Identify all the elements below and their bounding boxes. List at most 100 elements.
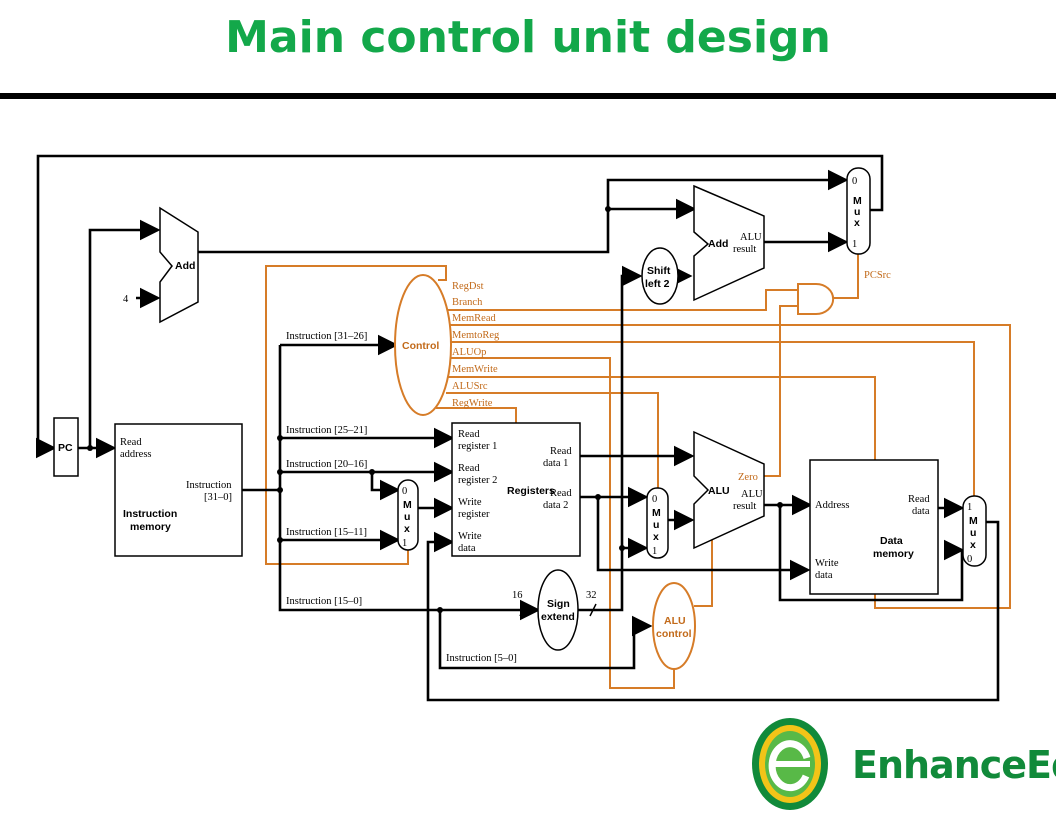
svg-text:Instruction: Instruction [123, 508, 177, 520]
svg-text:u: u [404, 511, 410, 523]
page-title: Main control unit design [225, 12, 831, 63]
svg-text:M: M [652, 507, 661, 519]
svg-text:u: u [653, 519, 659, 531]
svg-text:ALU: ALU [740, 232, 762, 243]
svg-text:M: M [403, 499, 412, 511]
svg-text:Write: Write [458, 531, 482, 542]
svg-text:data 1: data 1 [543, 458, 568, 469]
svg-text:result: result [733, 244, 756, 255]
signal-branch: Branch [452, 297, 483, 308]
title-divider [0, 93, 1056, 99]
svg-text:extend: extend [541, 611, 575, 623]
svg-text:memory: memory [873, 548, 914, 560]
svg-text:x: x [653, 531, 659, 543]
svg-text:ALU: ALU [741, 489, 763, 500]
signal-alusrc: ALUSrc [452, 381, 488, 392]
svg-text:Read: Read [120, 437, 142, 448]
svg-text:u: u [970, 527, 976, 539]
svg-text:ALU: ALU [664, 615, 686, 627]
svg-text:Sign: Sign [547, 598, 570, 610]
svg-text:M: M [969, 515, 978, 527]
svg-text:Read: Read [550, 488, 572, 499]
control-unit: Control [394, 274, 452, 416]
signal-regwrite: RegWrite [452, 398, 493, 409]
svg-text:0: 0 [652, 494, 657, 505]
svg-text:Data: Data [880, 535, 903, 547]
svg-text:result: result [733, 501, 756, 512]
svg-text:Address: Address [815, 500, 849, 511]
data-memory: Address Read data Write data Data memory [809, 459, 939, 595]
signal-memread: MemRead [452, 313, 496, 324]
field-25-21: Instruction [25–21] [286, 425, 367, 436]
pcsrc-mux: 0 M u x 1 [846, 167, 871, 255]
svg-text:Control: Control [402, 340, 439, 352]
svg-text:data 2: data 2 [543, 500, 568, 511]
svg-text:control: control [656, 628, 692, 640]
svg-text:Add: Add [175, 260, 195, 272]
signal-aluop: ALUOp [452, 347, 486, 358]
svg-text:data: data [912, 506, 930, 517]
svg-text:M: M [853, 195, 862, 207]
svg-text:0: 0 [852, 176, 857, 187]
svg-text:PC: PC [58, 442, 73, 454]
shift-left-2: Shift left 2 [641, 247, 679, 305]
svg-text:register 1: register 1 [458, 441, 497, 452]
svg-text:x: x [404, 523, 410, 535]
svg-text:0: 0 [402, 486, 407, 497]
branch-and-gate [797, 283, 835, 315]
svg-text:[31–0]: [31–0] [204, 492, 232, 503]
enhanceedu-logo-icon [752, 718, 828, 810]
alu-control: ALU control [652, 582, 696, 670]
pcsrc-label: PCSrc [864, 270, 891, 281]
svg-text:u: u [854, 206, 860, 218]
bus-width-marks: 16 32 [512, 590, 597, 617]
svg-text:data: data [815, 570, 833, 581]
svg-text:0: 0 [967, 554, 972, 565]
constant-four: 4 [123, 294, 129, 305]
signal-regdst: RegDst [452, 281, 484, 292]
svg-text:1: 1 [967, 502, 972, 513]
svg-text:x: x [970, 539, 976, 551]
svg-text:ALU: ALU [708, 485, 730, 497]
svg-text:memory: memory [130, 521, 171, 533]
svg-text:Shift: Shift [647, 265, 671, 277]
svg-text:register 2: register 2 [458, 475, 497, 486]
svg-text:data: data [458, 543, 476, 554]
svg-text:Read: Read [908, 494, 930, 505]
memtoreg-mux: 1 M u x 0 [962, 495, 987, 567]
svg-text:Read: Read [458, 429, 480, 440]
field-31-26: Instruction [31–26] [286, 331, 367, 342]
control-signal-labels: RegDst Branch MemRead MemtoReg ALUOp Mem… [452, 281, 500, 409]
signal-memtoreg: MemtoReg [452, 330, 500, 341]
datapath-wires [35, 154, 1000, 702]
wire-junctions [87, 206, 783, 613]
signal-memwrite: MemWrite [452, 364, 498, 375]
regdst-mux: 0 M u x 1 [397, 479, 419, 551]
branch-adder: Add ALU result [693, 184, 765, 302]
instruction-field-labels: Instruction [31–26] Instruction [25–21] … [286, 331, 517, 664]
svg-text:Instruction: Instruction [186, 480, 232, 491]
pc-adder: Add [159, 206, 199, 324]
svg-text:Add: Add [708, 238, 728, 250]
svg-text:Registers: Registers [507, 485, 555, 497]
instruction-memory: Read address Instruction [31–0] Instruct… [114, 423, 243, 557]
svg-text:Zero: Zero [738, 472, 758, 483]
field-5-0: Instruction [5–0] [446, 653, 517, 664]
svg-text:16: 16 [512, 590, 523, 601]
logo-text: EnhanceEdu [852, 743, 1056, 787]
svg-text:x: x [854, 217, 860, 229]
svg-text:1: 1 [852, 239, 857, 250]
field-20-16: Instruction [20–16] [286, 459, 367, 470]
svg-text:address: address [120, 449, 152, 460]
svg-text:1: 1 [652, 546, 657, 557]
svg-text:left 2: left 2 [645, 278, 670, 290]
svg-text:32: 32 [586, 590, 597, 601]
svg-text:1: 1 [402, 538, 407, 549]
svg-text:Write: Write [458, 497, 482, 508]
svg-text:register: register [458, 509, 490, 520]
field-15-11: Instruction [15–11] [286, 527, 367, 538]
field-15-0: Instruction [15–0] [286, 596, 362, 607]
register-file: Read register 1 Read register 2 Write re… [451, 422, 581, 557]
svg-text:Read: Read [550, 446, 572, 457]
